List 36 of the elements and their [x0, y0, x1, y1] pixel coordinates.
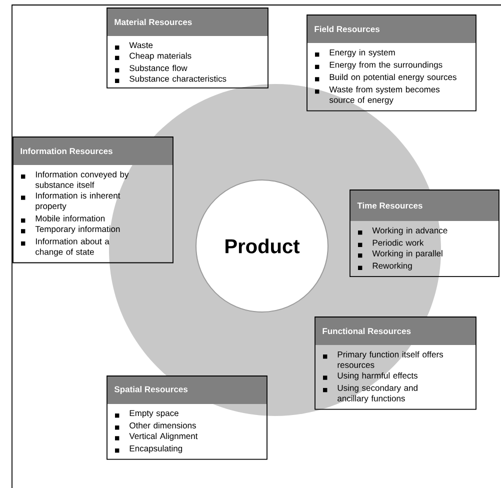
bullet-item: Cheap materials: [115, 52, 192, 60]
resource-box: [106, 8, 268, 88]
bullet-item: Substance flow: [115, 64, 188, 72]
bullet-item: Using secondary and ancillary functions: [323, 384, 418, 404]
bullet-item: Information conveyed by substance itself: [21, 171, 129, 188]
resource-box: [106, 376, 268, 460]
box-heading: Field Resources: [314, 26, 380, 32]
bullet-item: Substance characteristics: [115, 76, 226, 83]
box-heading: Time Resources: [357, 202, 422, 209]
bullet-item: Encapsulating: [115, 445, 182, 454]
box-heading: Spatial Resources: [114, 386, 188, 394]
bullet-item: Periodic work: [358, 240, 424, 248]
box-heading: Material Resources: [114, 18, 192, 26]
bullet-item: Information is inherent property: [21, 192, 120, 211]
bullet-item: Energy from the surroundings: [315, 62, 442, 70]
bullet-item: Working in parallel: [358, 250, 442, 258]
bullet-item: Using harmful effects: [323, 372, 418, 380]
box-heading: Information Resources: [20, 148, 112, 154]
resource-box: [12, 136, 174, 264]
bullet-item: Waste: [115, 42, 153, 50]
bullet-item: Other dimensions: [115, 422, 196, 430]
bullet-item: Vertical Alignment: [115, 432, 198, 441]
bullet-item: Information about a change of state: [21, 238, 110, 257]
bullet-item: Mobile information: [21, 215, 105, 223]
bullet-item: Energy in system: [315, 49, 395, 58]
bullet-item: Empty space: [115, 410, 178, 418]
bullet-item: Temporary information: [21, 226, 120, 234]
resource-box: [314, 316, 476, 410]
bullet-item: Reworking: [358, 262, 412, 270]
bullet-item: Build on potential energy sources: [315, 74, 456, 82]
box-heading: Functional Resources: [322, 328, 411, 334]
resource-box: [350, 190, 500, 278]
bullet-item: Working in advance: [358, 227, 448, 236]
bullet-item: Waste from system becomes source of energy: [315, 86, 440, 105]
resource-box: [306, 14, 476, 112]
bullet-item: Primary function itself offers resources: [323, 351, 443, 368]
